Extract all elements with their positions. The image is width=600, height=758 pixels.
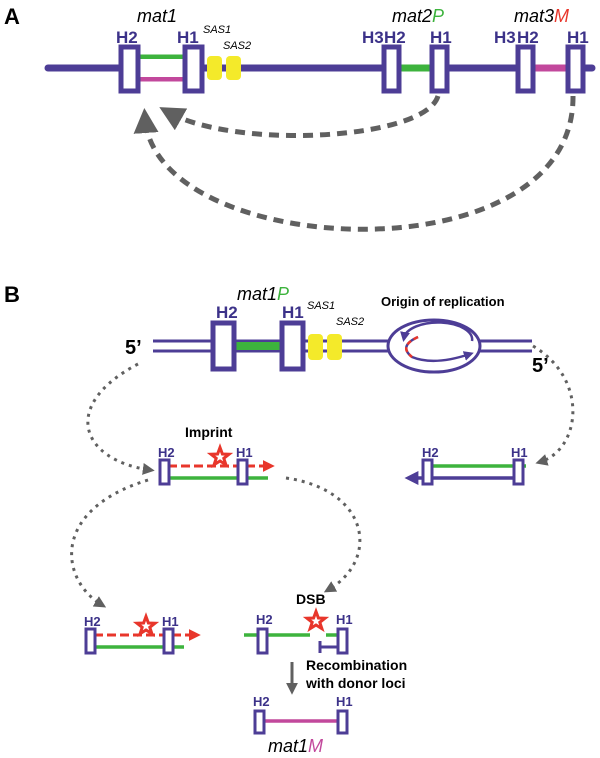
- mat1-h2-box: [118, 44, 141, 94]
- nascent-strand-dashed: [405, 335, 419, 358]
- five-prime-right: 5’: [532, 355, 549, 377]
- mat1m-h2-label: H2: [253, 694, 270, 709]
- recombination-label-2: with donor loci: [305, 675, 406, 691]
- mat1m-h1-label: H1: [336, 694, 353, 709]
- mat1m-label: mat1M: [268, 736, 323, 756]
- mat1p-label: mat1P: [237, 284, 289, 304]
- dsb-h1-box: [336, 627, 349, 655]
- imprint-star-icon: [206, 443, 234, 469]
- sas2-element: [226, 56, 241, 80]
- right-h2-box: [421, 458, 434, 486]
- mat1p-h1-label: H1: [282, 303, 304, 322]
- mat1-label: mat1: [137, 6, 177, 26]
- mat1p-sas1: [308, 334, 323, 360]
- mat2-to-mat1-arrow: [159, 94, 441, 138]
- mat2-label: mat2P: [392, 6, 444, 26]
- sas1-label: SAS1: [203, 24, 231, 36]
- five-prime-left: 5’: [125, 337, 142, 359]
- mat1p-sas2-label: SAS2: [336, 316, 364, 328]
- imprint-h1-label: H1: [236, 445, 253, 460]
- mat3-h2-box: [515, 44, 536, 94]
- mat1p-sas1-label: SAS1: [307, 300, 335, 312]
- sas2-label: SAS2: [223, 40, 251, 52]
- mat1p-h2-label: H2: [216, 303, 238, 322]
- mat1-h1-box: [182, 44, 205, 94]
- mat1p-h1-box: [279, 320, 306, 372]
- flow-arrow-to-dsb: [285, 476, 362, 593]
- dsb-star-icon: [302, 607, 330, 633]
- mat1-h1-label: H1: [177, 28, 199, 47]
- mat2-h1-box: [429, 44, 450, 94]
- copy-h2-label: H2: [84, 614, 101, 629]
- mat2-h2-label: H2: [384, 28, 406, 47]
- mat2-h2-box: [381, 44, 402, 94]
- dsb-h1-label: H1: [336, 612, 353, 627]
- dsb-label: DSB: [296, 591, 326, 607]
- sas1-element: [207, 56, 222, 80]
- copy-h2-box: [84, 627, 97, 655]
- leading-strand-arrow: [400, 321, 474, 342]
- mat3-to-mat1-arrow: [133, 95, 576, 232]
- mat3-h1-label: H1: [567, 28, 589, 47]
- mat1p-sas2: [327, 334, 342, 360]
- imprint-h1-box: [236, 458, 249, 486]
- copy-h1-box: [162, 627, 175, 655]
- flow-arrow-to-left-copy: [70, 478, 149, 608]
- mat3-h1-box: [565, 44, 586, 94]
- recombination-label-1: Recombination: [306, 657, 407, 673]
- mat1m-h2-box: [253, 709, 266, 735]
- copy-star-icon: [132, 612, 160, 638]
- panel-a-letter: A: [4, 4, 20, 29]
- right-h2-label: H2: [422, 445, 439, 460]
- mat3-label: mat3M: [514, 6, 569, 26]
- mat3-h2-label: H2: [517, 28, 539, 47]
- copy-h1-label: H1: [162, 614, 179, 629]
- mat1p-h2-box: [210, 320, 237, 372]
- mat1-h2-label: H2: [116, 28, 138, 47]
- panel-b-letter: B: [4, 282, 20, 307]
- replication-bubble: [386, 318, 482, 374]
- flow-arrow-to-right-strand: [532, 344, 575, 466]
- flow-arrow-to-imprint: [86, 362, 155, 475]
- right-h1-box: [512, 458, 525, 486]
- dsb-h2-box: [256, 627, 269, 655]
- imprint-h2-box: [158, 458, 171, 486]
- imprint-label: Imprint: [185, 424, 233, 440]
- origin-of-replication-label: Origin of replication: [381, 294, 505, 309]
- right-h1-label: H1: [511, 445, 528, 460]
- mat3-h3-label: H3: [494, 28, 516, 47]
- mat1-gap: [132, 59, 186, 77]
- imprint-h2-label: H2: [158, 445, 175, 460]
- mat1m-h1-box: [336, 709, 349, 735]
- mat2-h1-label: H1: [430, 28, 452, 47]
- mat2-h3-label: H3: [362, 28, 384, 47]
- dsb-h2-label: H2: [256, 612, 273, 627]
